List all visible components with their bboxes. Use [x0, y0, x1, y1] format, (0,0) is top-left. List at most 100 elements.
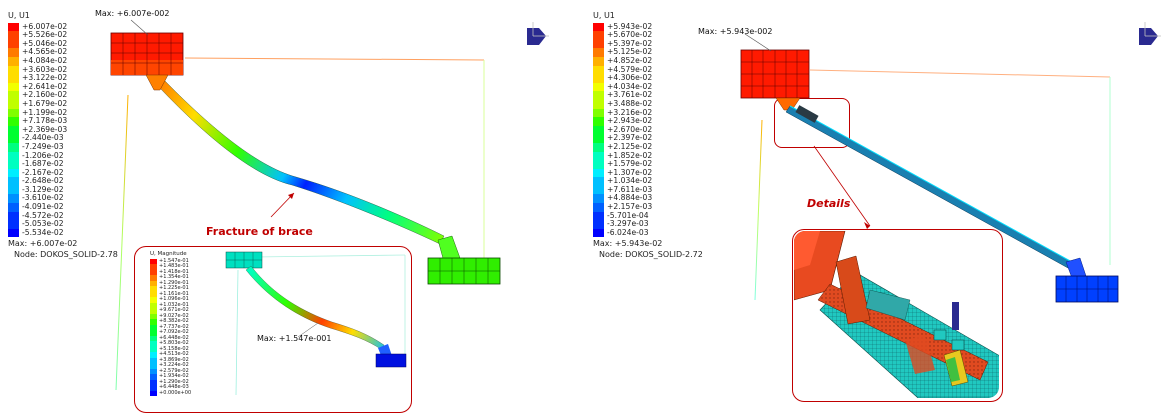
right-legend-swatch — [593, 125, 604, 135]
right-contour-legend: U, U1 +5.943e-02+5.670e-02+5.397e-02+5.1… — [593, 11, 703, 260]
left-legend-swatch — [8, 177, 19, 186]
left-legend-value: -4.091e-02 — [22, 202, 64, 212]
right-bottom-block — [1055, 257, 1119, 303]
right-legend-value: +4.579e-02 — [607, 64, 653, 74]
inset-legend-row: +6.448e-02 — [150, 335, 191, 341]
inset-legend-swatch — [150, 280, 157, 286]
left-legend-swatch — [8, 203, 19, 212]
detail-highlight-box — [774, 98, 850, 148]
right-brace — [785, 105, 1073, 269]
left-legend-value: -2.167e-02 — [22, 167, 64, 177]
details-arrowhead — [864, 222, 870, 229]
left-legend-row: -5.534e-02 — [8, 227, 118, 238]
inset-legend-row: +5.158e-02 — [150, 345, 191, 352]
left-legend-swatch — [8, 194, 19, 204]
inset-legend-swatch — [150, 368, 157, 374]
right-legend-value: +5.125e-02 — [607, 47, 653, 57]
right-legend-row: +5.943e-02 — [593, 22, 703, 32]
inset-legend-swatch — [150, 264, 157, 270]
inset-max-label: Max: +1.547e-001 — [257, 334, 332, 343]
left-legend-value: +6.007e-02 — [22, 21, 68, 31]
right-legend-value: +4.306e-02 — [607, 73, 653, 83]
details-arrow — [813, 145, 871, 227]
right-legend-swatch — [593, 228, 604, 238]
left-legend-value: -3.610e-02 — [22, 193, 64, 203]
left-legend-value: +5.526e-02 — [22, 30, 68, 40]
left-brace — [157, 79, 445, 245]
right-legend-swatch — [593, 177, 604, 186]
left-legend-row: +2.641e-02 — [8, 82, 118, 92]
left-legend-value: -2.440e-03 — [22, 133, 64, 143]
right-legend-swatch — [593, 91, 604, 100]
inset-legend-swatch — [150, 330, 157, 336]
inset-legend-row: +9.027e-02 — [150, 313, 191, 319]
left-legend-value: +3.122e-02 — [22, 73, 68, 83]
left-legend-swatch — [8, 142, 19, 152]
left-legend-value: +5.046e-02 — [22, 38, 68, 48]
inset-legend-row: +1.547e-01 — [150, 258, 191, 264]
right-legend-swatch — [593, 151, 604, 161]
right-legend-row: -5.701e-04 — [593, 211, 703, 221]
right-legend-row: +2.943e-02 — [593, 117, 703, 126]
left-legend-row: -4.091e-02 — [8, 202, 118, 212]
left-legend-row: +4.084e-02 — [8, 55, 118, 66]
right-legend-value: +4.034e-02 — [607, 81, 653, 91]
right-max-leader — [744, 33, 772, 52]
right-legend-value: +5.397e-02 — [607, 38, 653, 48]
right-legend-row: +5.670e-02 — [593, 31, 703, 40]
right-legend-row: +4.579e-02 — [593, 64, 703, 75]
right-legend-row: +4.884e-03 — [593, 194, 703, 204]
left-legend-swatch — [8, 125, 19, 135]
right-legend-max: Max: +5.943e-02 — [593, 239, 663, 249]
left-legend-swatch — [8, 39, 19, 49]
right-legend-value: +3.488e-02 — [607, 98, 653, 108]
inset-model — [225, 251, 407, 396]
left-legend-value: -5.534e-02 — [22, 227, 64, 237]
inset-legend-value: +1.096e-01 — [159, 296, 189, 302]
inset-legend-value: +1.290e-02 — [159, 378, 189, 385]
left-max-leader — [130, 19, 149, 36]
inset-legend-swatch — [150, 291, 157, 297]
inset-legend-value: +5.158e-02 — [159, 345, 189, 352]
left-legend-swatch — [8, 134, 19, 143]
right-legend-row: +4.852e-02 — [593, 56, 703, 66]
left-legend-swatch — [8, 31, 19, 40]
right-legend-row: -3.297e-03 — [593, 220, 703, 229]
left-legend-value: -1.687e-02 — [22, 159, 64, 169]
inset-legend-swatch — [150, 302, 157, 308]
inset-legend-row: +5.803e-02 — [150, 340, 191, 347]
right-legend-value: +1.034e-02 — [607, 176, 653, 186]
left-legend-node: Node: DOKOS_SOLID-2.78 — [14, 250, 118, 260]
inset-legend-swatch — [150, 390, 157, 396]
left-legend-value: +7.178e-03 — [22, 116, 68, 126]
right-legend-swatch — [593, 117, 604, 126]
inset-legend-swatch — [150, 374, 157, 380]
left-legend-swatch — [8, 82, 19, 92]
left-legend-value: -1.206e-02 — [22, 150, 64, 160]
left-legend-value: +4.084e-02 — [22, 55, 68, 65]
left-legend-row: +3.122e-02 — [8, 74, 118, 83]
right-legend-title: U, U1 — [593, 11, 615, 20]
inset-legend-row: +1.096e-01 — [150, 296, 191, 303]
inset-legend-swatch — [150, 286, 157, 292]
left-legend-swatch — [8, 220, 19, 229]
inset-legend-row: +7.737e-02 — [150, 324, 191, 330]
right-legend-node: Node: DOKOS_SOLID-2.72 — [599, 250, 703, 260]
left-legend-swatch — [8, 151, 19, 161]
right-legend-row: +3.488e-02 — [593, 98, 703, 109]
left-legend-max: Max: +6.007e-02 — [8, 239, 78, 249]
inset-legend-row: +1.418e-01 — [150, 269, 191, 275]
left-legend-swatch — [8, 211, 19, 221]
inset-legend-row: +1.290e-01 — [150, 280, 191, 286]
right-legend-row: +3.216e-02 — [593, 108, 703, 118]
left-legend-swatch — [8, 168, 19, 178]
right-legend-swatch — [593, 31, 604, 40]
inset-legend-swatch — [150, 319, 157, 325]
left-legend-value: -5.053e-02 — [22, 219, 64, 229]
right-legend-value: -3.297e-03 — [607, 219, 649, 229]
right-legend-swatch — [593, 134, 604, 143]
inset-legend-value: +9.671e-02 — [159, 307, 189, 313]
left-legend-swatch — [8, 22, 19, 32]
right-legend-swatch — [593, 108, 604, 118]
left-legend-value: -4.572e-02 — [22, 210, 64, 220]
